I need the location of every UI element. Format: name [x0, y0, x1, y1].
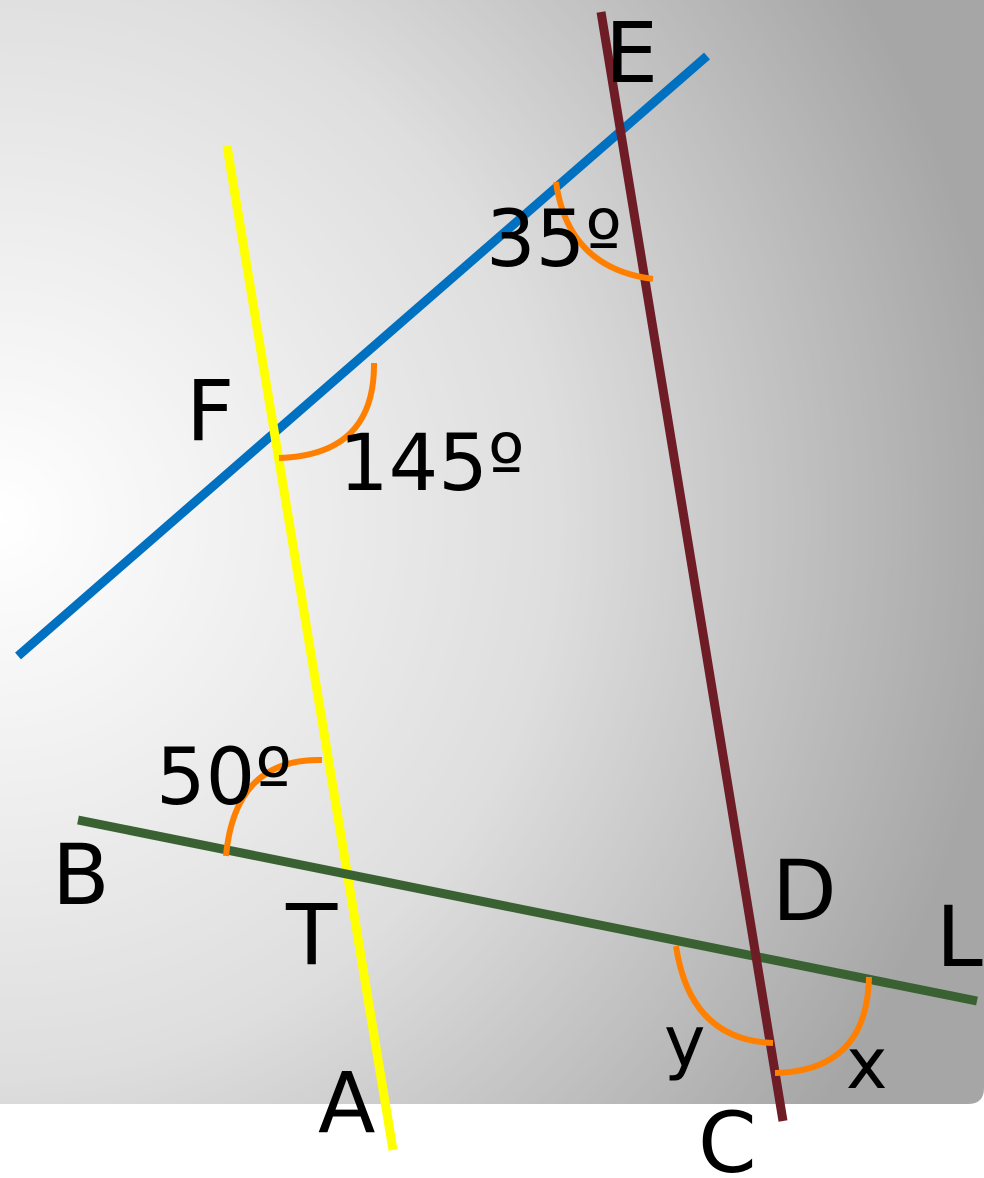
- angle-arc-y: [673, 945, 774, 1046]
- angle-label-t: 50º: [156, 733, 292, 823]
- line-ec: [596, 11, 788, 1122]
- angle-arc-x: [774, 976, 872, 1076]
- point-label-f: F: [186, 362, 234, 460]
- point-label-e: E: [605, 4, 658, 102]
- angle-label-y: y: [664, 1001, 705, 1083]
- angle-arc-f: [278, 362, 378, 461]
- angle-arc-e: [553, 181, 654, 282]
- point-label-a: A: [318, 1054, 375, 1152]
- angle-label-e: 35º: [486, 195, 622, 285]
- angle-label-x: x: [846, 1023, 887, 1105]
- point-label-b: B: [52, 826, 110, 924]
- line-fa: [222, 145, 398, 1151]
- point-label-t: T: [285, 886, 338, 984]
- point-label-l: L: [936, 888, 983, 986]
- point-label-d: D: [772, 842, 837, 940]
- point-label-c: C: [698, 1094, 757, 1178]
- line-fe: [15, 52, 710, 660]
- angle-arc-t: [223, 756, 323, 857]
- angle-label-f: 145º: [339, 419, 525, 509]
